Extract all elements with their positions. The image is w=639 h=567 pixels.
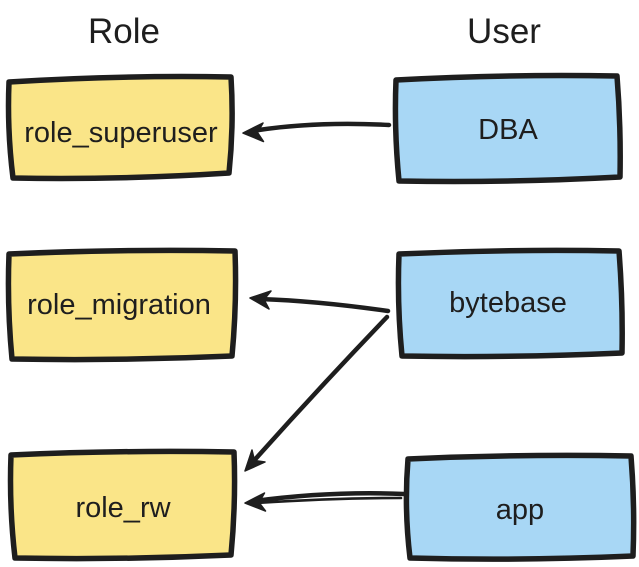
arrowhead (249, 290, 272, 310)
user-box-app-shape (403, 452, 637, 562)
user-column-title: User (467, 12, 541, 51)
user-box-bytebase: bytebase (395, 247, 625, 360)
role-box-migration: role_migration (5, 247, 239, 363)
role-box-migration-label: role_migration (27, 289, 211, 321)
user-box-app: app (403, 452, 637, 562)
arrow-shaft (248, 314, 390, 467)
arrow-shaft (249, 121, 392, 134)
arrow-shaft (252, 491, 407, 504)
arrowhead (242, 122, 265, 143)
column-headers: Role User (88, 12, 541, 51)
arrow-bytebase-to-role-rw (244, 314, 390, 472)
user-box-dba-shape (392, 72, 623, 185)
user-box-dba: DBA (392, 72, 623, 185)
role-box-superuser-shape (5, 73, 235, 182)
arrow-dba-to-role-superuser (242, 121, 392, 143)
role-box-superuser: role_superuser (5, 73, 235, 182)
role-box-superuser-label: role_superuser (24, 117, 218, 149)
role-box-migration-shape (5, 247, 239, 363)
arrow-shaft-overdraw (255, 496, 403, 505)
user-box-bytebase-shape (395, 247, 625, 360)
arrowhead (244, 449, 266, 472)
role-column-title: Role (88, 12, 160, 51)
arrow-shaft (257, 296, 391, 314)
arrow-bytebase-to-role-migration (249, 290, 391, 314)
user-box-app-label: app (496, 494, 544, 526)
role-box-rw-label: role_rw (75, 492, 171, 524)
arrowhead (244, 492, 267, 512)
role-box-rw: role_rw (7, 448, 238, 562)
user-box-bytebase-label: bytebase (449, 287, 567, 319)
user-box-dba-label: DBA (478, 114, 538, 146)
role-box-rw-shape (7, 448, 238, 562)
arrow-app-to-role-rw (244, 491, 407, 512)
